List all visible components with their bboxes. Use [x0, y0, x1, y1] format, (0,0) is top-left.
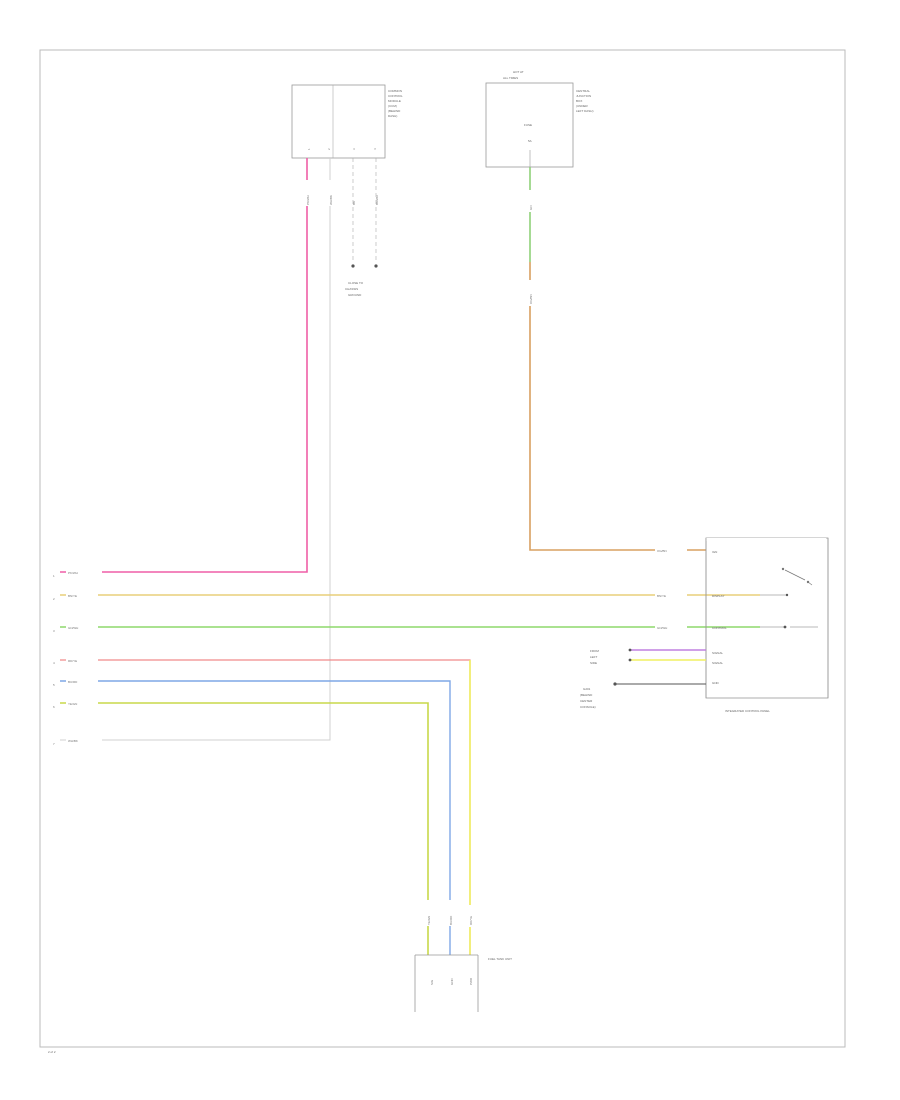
- left-note-line: FROM: [590, 649, 599, 653]
- svg-text:SIG: SIG: [430, 979, 434, 985]
- ccm-label-line: DASH): [388, 114, 397, 118]
- wire-tan: BN/YE BN/YE: [60, 592, 760, 598]
- svg-text:BK: BK: [352, 201, 356, 205]
- fuse-header-line: ALL TIMES: [503, 76, 518, 80]
- wire-label-tan-left: BN/YE: [68, 594, 77, 598]
- fuse-side-line: (UNDER: [576, 104, 588, 108]
- icp-pin-label: GND: [712, 681, 720, 685]
- wire-label-orange-right: OG/BN: [657, 549, 667, 553]
- ccm-label-line: (BEHIND: [388, 109, 401, 113]
- svg-text:PWR: PWR: [469, 977, 473, 985]
- svg-text:6: 6: [53, 705, 55, 709]
- icp-pin-label: CONTROL: [712, 626, 727, 630]
- wire-ground-pair: BK BK/WH CLOSE TO CHASSIS GROUND: [345, 158, 379, 297]
- ccm-label-line: CONTROL: [388, 94, 403, 98]
- diagram-frame: [39, 49, 846, 1048]
- wire-label-blue-left: BU/RD: [68, 680, 78, 684]
- ccm-connector: 1 2 3 4 COMMON CONTROL MODULE (CCM) (BEH…: [291, 84, 403, 159]
- fuse-side-line: CENTRAL: [576, 89, 590, 93]
- ground-note-line: CHASSIS: [345, 287, 358, 291]
- wire-label-yellowgreen-left: YE/GN: [68, 702, 77, 706]
- left-connector-pins: 1 2 3 4 5 6 7: [53, 574, 55, 746]
- wire-label-red-vert: RD/YE: [469, 916, 473, 925]
- icp-pin-label: DISPLAY: [712, 594, 724, 598]
- integrated-control-panel: IGN DISPLAY CONTROL SIGNAL SIGNAL GND IN…: [705, 537, 829, 713]
- svg-text:3: 3: [53, 629, 55, 633]
- wire-label-red-left: RD/YE: [68, 659, 77, 663]
- ground-label-line: CENTER: [580, 699, 593, 703]
- wire-label-green-left: GN/WH: [68, 626, 78, 630]
- fuel-tank-unit-label: FUEL TANK UNIT: [488, 957, 512, 961]
- wire-label-lime: GN: [529, 206, 533, 211]
- ccm-label-line: COMMON: [388, 89, 402, 93]
- ground-note-line: CLOSE TO: [348, 281, 364, 285]
- fuse-label: FUSE: [524, 123, 532, 127]
- ground-note-line: GROUND: [348, 293, 362, 297]
- fuse-side-line: BOX: [576, 99, 582, 103]
- svg-text:1: 1: [53, 574, 55, 578]
- svg-text:7: 7: [53, 742, 55, 746]
- svg-text:2: 2: [53, 597, 55, 601]
- icp-pin-label: SIGNAL: [712, 651, 723, 655]
- icp-label: INTEGRATED CONTROL PANEL: [725, 709, 770, 713]
- wire-label-blue-vert: BU/RD: [449, 915, 453, 925]
- fuse-side-line: JUNCTION: [576, 94, 591, 98]
- page-label: 2 of 2: [48, 1050, 56, 1054]
- wire-label-pink-left: PK/WH: [68, 571, 78, 575]
- wire-white: WH/BK WH/BK: [60, 158, 333, 743]
- fuse-value: 5A: [528, 139, 532, 143]
- fuse-box: HOT AT ALL TIMES FUSE 5A CENTRAL JUNCTIO…: [485, 70, 593, 168]
- ccm-label-line: (CCM): [388, 104, 397, 108]
- wire-label-green-right: GN/WH: [657, 626, 667, 630]
- ccm-label-line: MODULE: [388, 99, 401, 103]
- wire-blue: BU/RD: [60, 678, 451, 955]
- icp-pin-label: SIGNAL: [712, 661, 723, 665]
- wire-label-pink: PK/WH: [306, 195, 310, 205]
- wire-label-white-left: WH/BK: [68, 739, 78, 743]
- wire-label-white: WH/BK: [329, 195, 333, 205]
- svg-text:2: 2: [327, 148, 331, 150]
- wire-pink: PK/WH PK/WH: [60, 158, 310, 575]
- svg-text:4: 4: [53, 661, 55, 665]
- left-note-line: LEFT: [590, 655, 598, 659]
- svg-text:3: 3: [352, 148, 356, 150]
- wire-yellowgreen: YE/GN: [60, 700, 429, 955]
- svg-text:BK/WH: BK/WH: [375, 195, 379, 205]
- fuse-header-line: HOT AT: [513, 70, 524, 74]
- svg-text:1: 1: [307, 148, 311, 150]
- wire-red: RD/YE: [60, 657, 471, 955]
- wire-label-yellowgreen-vert: YE/GN: [427, 916, 431, 925]
- wire-label-tan-right: BN/YE: [657, 594, 666, 598]
- svg-text:5: 5: [53, 683, 55, 687]
- left-note-line: SIDE: [590, 661, 597, 665]
- icp-pin-label: IGN: [712, 550, 717, 554]
- svg-text:GND: GND: [450, 978, 454, 986]
- ground-label-line: CONSOLE): [580, 705, 596, 709]
- wire-fuse-icp: GN OG/BN OG/BN: [527, 167, 706, 553]
- icp-signal-wires: FROM LEFT SIDE G201 (BEHIND CENTER CONSO…: [580, 648, 706, 709]
- svg-text:4: 4: [373, 148, 377, 150]
- fuel-tank-unit: SIG GND PWR FUEL TANK UNIT: [414, 954, 512, 1012]
- wire-label-orange: OG/BN: [529, 294, 533, 304]
- wire-green: GN/WH GN/WH: [60, 624, 760, 630]
- fuse-side-line: LEFT DASH): [576, 109, 593, 113]
- ground-label-line: (BEHIND: [580, 693, 593, 697]
- ground-label-line: G201: [583, 687, 591, 691]
